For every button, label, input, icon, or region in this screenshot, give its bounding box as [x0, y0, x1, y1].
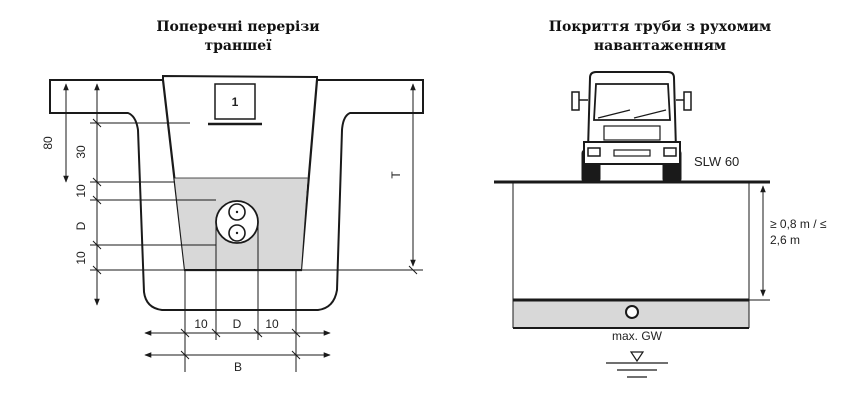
left-diagram-title: Поперечні перерізи траншеї: [138, 18, 338, 56]
cover-depth-line1: ≥ 0,8 m / ≤: [770, 217, 827, 231]
cover-depth-dimension: [749, 185, 770, 301]
inner-pipe-top-center: [235, 210, 239, 214]
right-diagram-title: Покриття труби з рухомим навантаженням: [530, 18, 790, 56]
inner-pipe-bottom-center: [235, 231, 239, 235]
cover-depth-line2: 2,6 m: [770, 233, 800, 247]
dim-10-bottom-label: 10: [74, 251, 88, 265]
right-title-line1: Покриття труби з рухомим: [548, 19, 772, 35]
dim-T-label: T: [389, 171, 403, 179]
dim-30-label: 30: [74, 145, 88, 159]
dim-10-left-bottom-label: 10: [194, 317, 208, 331]
dim-D-left-label: D: [74, 221, 88, 230]
dim-80-label: 80: [41, 136, 55, 150]
groundwater-level-icon: [606, 351, 668, 378]
dim-10-right-bottom-label: 10: [265, 317, 279, 331]
right-title-line2: навантаженням: [593, 38, 727, 54]
marker-box-number: 1: [232, 95, 239, 109]
load-class-label: SLW 60: [694, 154, 739, 169]
bottom-dimensions: [144, 222, 331, 372]
dim-B-label: B: [234, 360, 242, 374]
pipe-section: [625, 305, 639, 319]
marker-box: [214, 83, 256, 120]
left-title-line1: Поперечні перерізи: [156, 19, 320, 35]
dim-D-bottom-label: D: [233, 317, 242, 331]
left-dimensions: [63, 83, 216, 306]
groundwater-label: max. GW: [612, 329, 663, 343]
left-title-line2: траншеї: [204, 38, 272, 54]
truck-icon: [571, 71, 692, 183]
dim-10-top-label: 10: [74, 184, 88, 198]
right-dimension-T: [301, 83, 423, 275]
